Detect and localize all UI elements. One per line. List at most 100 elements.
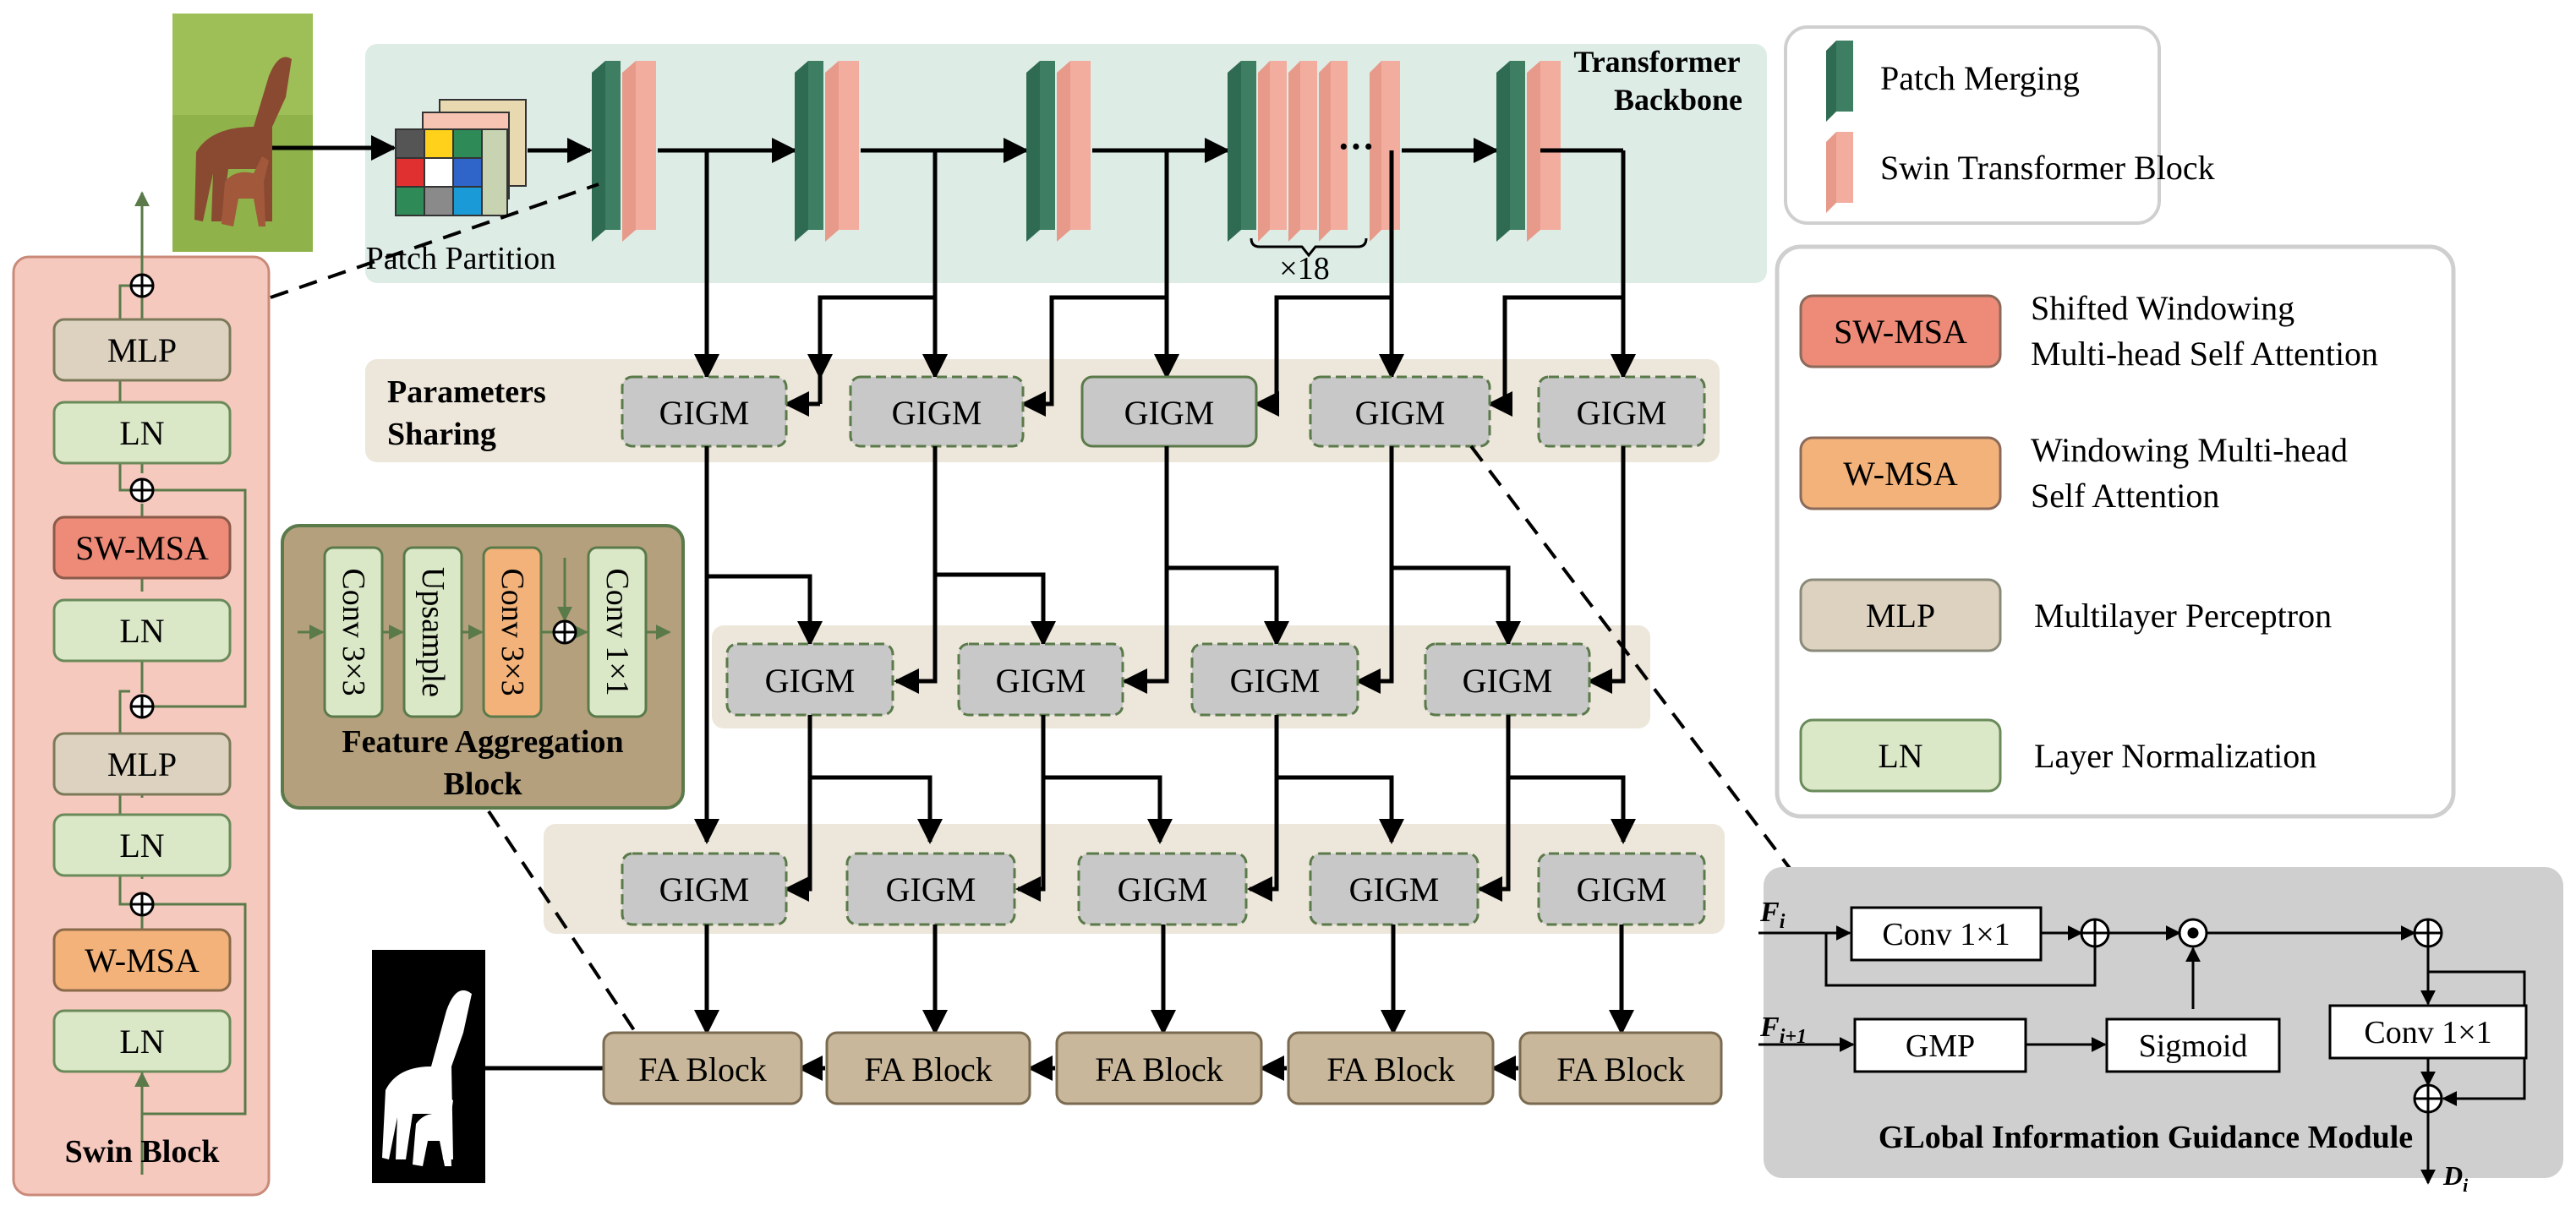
svg-text:LN: LN [119, 612, 164, 650]
fa-detail-plus-node [552, 619, 577, 645]
svg-text:GIGM: GIGM [1230, 662, 1321, 700]
swin-layer-ln-1: LN [52, 401, 232, 465]
stage-5 [1496, 61, 1561, 242]
output-mask [372, 950, 485, 1183]
svg-text:FA Block: FA Block [638, 1050, 767, 1088]
svg-text:Self Attention: Self Attention [2031, 477, 2219, 515]
gigm-detail-conv1x1-b: Conv 1×1 [2328, 1004, 2528, 1060]
gigm-row-2: GIGM GIGM GIGM GIGM [725, 642, 1591, 717]
gigm-input-fi1: Fi+1 [1759, 1012, 1807, 1048]
svg-text:Conv 1×1: Conv 1×1 [1882, 917, 2010, 952]
svg-text:FA Block: FA Block [864, 1050, 993, 1088]
svg-text:GIGM: GIGM [659, 394, 750, 432]
repeat-brace [1250, 237, 1368, 258]
svg-text:Sigmoid: Sigmoid [2139, 1028, 2248, 1064]
svg-text:Shifted Windowing: Shifted Windowing [2031, 289, 2294, 327]
gigm-3-1: GIGM [621, 852, 788, 926]
legend-patch-merging: Patch Merging [1880, 59, 2080, 97]
gigm-detail-plus-3 [2413, 1083, 2443, 1114]
svg-text:FA Block: FA Block [1556, 1050, 1685, 1088]
gigm-detail-plus-2 [2413, 918, 2443, 948]
row2-to-row3-lines [784, 715, 1636, 902]
fa-block-1: FA Block [602, 1031, 803, 1105]
ellipsis: ··· [1337, 126, 1375, 167]
svg-text:W-MSA: W-MSA [85, 941, 200, 979]
svg-text:GIGM: GIGM [1355, 394, 1446, 432]
gigm-detail-gmp: GMP [1853, 1017, 2027, 1073]
svg-text:Upsample: Upsample [415, 567, 451, 697]
gigm-3-2: GIGM [845, 852, 1016, 926]
svg-text:W-MSA: W-MSA [1843, 455, 1958, 493]
swin-layer-ln-3: LN [52, 813, 232, 877]
swin-layer-ln-4: LN [52, 1009, 232, 1073]
svg-text:GIGM: GIGM [892, 394, 982, 432]
fa-block-3: FA Block [1055, 1031, 1263, 1105]
params-sharing-line2: Sharing [387, 417, 496, 452]
svg-text:LN: LN [119, 1023, 164, 1061]
gigm-row-3: GIGM GIGM GIGM GIGM GIGM [621, 852, 1706, 926]
gigm-2-4: GIGM [1424, 642, 1591, 717]
legend-top [1784, 25, 2161, 225]
svg-text:GIGM: GIGM [996, 662, 1086, 700]
svg-text:Windowing Multi-head: Windowing Multi-head [2031, 431, 2348, 469]
svg-text:LN: LN [119, 414, 164, 452]
gigm-1-2: GIGM [849, 375, 1025, 448]
gigm-1-1: GIGM [621, 375, 788, 448]
swin-layer-sw-msa: SW-MSA [52, 515, 232, 580]
legend-w-msa: W-MSA Windowing Multi-head Self Attentio… [1799, 431, 2348, 515]
gigm-row-2-panel [712, 625, 1650, 728]
svg-text:Conv 3×3: Conv 3×3 [336, 568, 371, 696]
gigm-detail-conv1x1-a: Conv 1×1 [1850, 906, 2043, 962]
legend-mlp: MLP Multilayer Perceptron [1799, 578, 2332, 652]
svg-text:GIGM: GIGM [1463, 662, 1553, 700]
gigm-detail-title: GLobal Information Guidance Module [1879, 1120, 2413, 1155]
gigm-3-3: GIGM [1077, 852, 1248, 926]
stage-1 [592, 61, 656, 242]
swin-layer-mlp-2: MLP [52, 732, 232, 796]
stage-4 [1228, 61, 1400, 242]
svg-text:Conv 1×1: Conv 1×1 [2364, 1015, 2491, 1050]
svg-text:Conv 3×3: Conv 3×3 [495, 568, 530, 696]
gigm-detail-sigmoid: Sigmoid [2105, 1017, 2281, 1073]
fa-detail-conv3x3-b: Conv 3×3 [482, 546, 543, 718]
gigm-input-fi: Fi [1759, 897, 1786, 933]
fa-detail-upsample: Upsample [402, 546, 463, 718]
svg-text:GIGM: GIGM [886, 870, 976, 908]
svg-text:GIGM: GIGM [659, 870, 750, 908]
legend-right-panel [1775, 244, 2456, 819]
gigm-2-1: GIGM [725, 642, 894, 717]
svg-text:GIGM: GIGM [1577, 870, 1667, 908]
svg-text:MLP: MLP [107, 745, 177, 783]
input-image [172, 14, 313, 252]
backbone-title-line1: Transformer [1573, 45, 1740, 79]
svg-text:GIGM: GIGM [765, 662, 856, 700]
swin-block-title: Swin Block [65, 1134, 221, 1170]
row1-to-row2-lines [694, 446, 1626, 844]
legend-sw-msa: SW-MSA Shifted Windowing Multi-head Self… [1799, 289, 2378, 373]
svg-text:MLP: MLP [107, 331, 177, 369]
svg-text:SW-MSA: SW-MSA [75, 529, 209, 567]
gigm-1-5: GIGM [1537, 375, 1706, 448]
fa-block-row: FA Block FA Block FA Block FA Block FA B… [602, 1031, 1723, 1105]
swin-layer-ln-2: LN [52, 598, 232, 663]
gigm-3-5: GIGM [1537, 852, 1706, 926]
gigm-1-4: GIGM [1309, 375, 1491, 448]
zoom-line-fa [487, 810, 637, 1034]
svg-text:GIGM: GIGM [1118, 870, 1208, 908]
svg-text:Multilayer Perceptron: Multilayer Perceptron [2034, 597, 2332, 635]
fa-detail-title-line1: Feature Aggregation [342, 724, 623, 760]
svg-text:GIGM: GIGM [1577, 394, 1667, 432]
fa-detail-title-line2: Block [444, 766, 523, 802]
legend-swin-transformer-block: Swin Transformer Block [1880, 149, 2215, 187]
fa-detail-conv3x3-a: Conv 3×3 [323, 546, 384, 718]
gigm-2-3: GIGM [1190, 642, 1359, 717]
backbone-to-gigm-lines [694, 148, 1636, 417]
svg-text:Layer Normalization: Layer Normalization [2034, 737, 2316, 775]
svg-text:SW-MSA: SW-MSA [1834, 313, 1967, 351]
row3-to-fa-lines [484, 925, 1634, 1081]
svg-text:LN: LN [1878, 737, 1922, 775]
svg-text:FA Block: FA Block [1095, 1050, 1223, 1088]
stage-2 [795, 61, 859, 242]
gigm-row-1: GIGM GIGM GIGM GIGM GIGM [621, 375, 1706, 448]
